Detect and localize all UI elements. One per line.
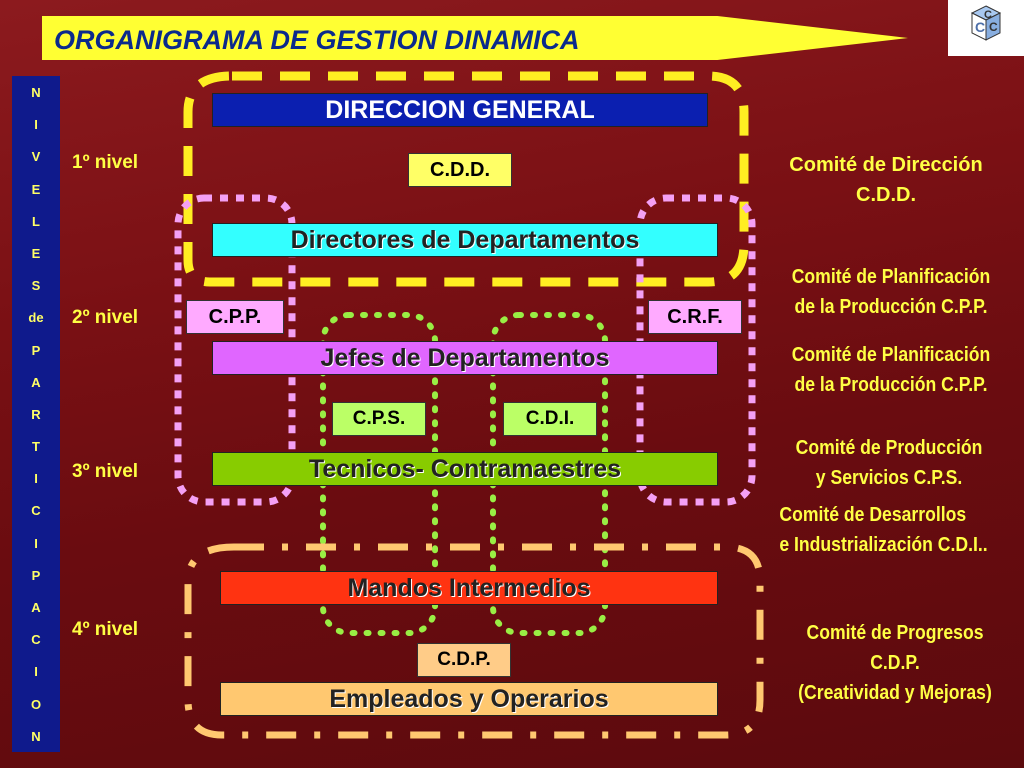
committee-desc-line: C.D.D. — [856, 184, 916, 206]
code-box-cpp: C.P.P. — [186, 300, 284, 334]
committee-desc-cdp: Comité de Progresos C.D.P. (Creatividad … — [785, 618, 1005, 708]
strip-letter: I — [34, 117, 38, 133]
bar-directores-departamentos: Directores de Departamentos — [212, 223, 718, 257]
committee-desc-line: Comité de Desarrollos — [779, 504, 967, 526]
svg-text:C: C — [984, 9, 992, 21]
strip-letter: N — [31, 728, 41, 744]
frame-level2-right — [636, 194, 756, 506]
svg-text:C: C — [989, 20, 998, 34]
committee-desc-line: y Servicios C.P.S. — [815, 467, 963, 489]
committee-desc-cps: Comité de Producción y Servicios C.P.S. — [779, 433, 999, 493]
strip-letter: S — [31, 278, 41, 294]
frame-level3-right — [490, 312, 608, 636]
strip-letter: N — [31, 85, 41, 100]
bar-jefes-departamentos: Jefes de Departamentos — [212, 341, 718, 375]
strip-letter: O — [30, 696, 42, 712]
strip-letter: A — [31, 374, 41, 390]
strip-letter: P — [31, 342, 41, 358]
code-box-cdd: C.D.D. — [408, 153, 512, 187]
code-box-crf: C.R.F. — [648, 300, 742, 334]
bar-direccion-general: DIRECCION GENERAL — [212, 93, 708, 127]
bar-tecnicos-contramaestres: Tecnicos- Contramaestres — [212, 452, 718, 486]
committee-desc-line: Comité de Planificación — [791, 266, 991, 288]
committee-desc-cpp: Comité de Planificación de la Producción… — [776, 262, 1007, 322]
level-label-4: 4º nivel — [72, 619, 139, 640]
committee-desc-line: e Industrialización C.D.I.. — [779, 534, 988, 556]
title-banner — [42, 16, 908, 60]
strip-letter: I — [34, 535, 38, 551]
frame-level3-left — [320, 312, 438, 636]
strip-letter: C — [31, 503, 41, 519]
level-label-3: 3º nivel — [72, 461, 139, 482]
svg-text:C: C — [975, 19, 985, 35]
committee-desc-line: Comité de Progresos — [806, 622, 984, 644]
committee-desc-line: de la Producción C.P.P. — [794, 296, 988, 318]
strip-letter: C — [31, 632, 41, 648]
niveles-participacion-strip: N I V E L E S de P A R T I C I P A C I O… — [12, 76, 60, 752]
logo: C C C — [948, 0, 1024, 56]
strip-letter: P — [31, 567, 41, 583]
committee-desc-line: Comité de Producción — [795, 437, 983, 459]
code-box-cdp: C.D.P. — [417, 643, 511, 677]
strip-letter: I — [34, 471, 38, 487]
level-label-1: 1º nivel — [72, 152, 139, 173]
committee-desc-line: C.D.P. — [870, 652, 920, 674]
frame-level4 — [184, 543, 764, 739]
committee-desc-line: Comité de Dirección — [789, 154, 983, 176]
committee-desc-cpp-2: Comité de Planificación de la Producción… — [776, 340, 1007, 400]
strip-letter: de — [28, 310, 44, 326]
strip-letter: E — [31, 245, 41, 261]
strip-letter: E — [31, 181, 41, 197]
committee-desc-cdi: Comité de Desarrollos e Industrializació… — [779, 500, 1004, 560]
strip-letter: R — [31, 406, 41, 422]
committee-desc-cdd: Comité de Dirección C.D.D. — [756, 150, 1016, 210]
code-box-cps: C.P.S. — [332, 402, 426, 436]
committee-desc-line: (Creatividad y Mejoras) — [798, 682, 992, 704]
company-cube-logo-icon: C C C — [970, 5, 1002, 41]
committee-desc-line: de la Producción C.P.P. — [794, 374, 988, 396]
strip-letter: I — [34, 664, 38, 680]
strip-letter: L — [32, 213, 40, 229]
strip-letter: A — [31, 600, 41, 615]
bar-empleados-operarios: Empleados y Operarios — [220, 682, 718, 716]
bar-mandos-intermedios: Mandos Intermedios — [220, 571, 718, 605]
committee-desc-line: Comité de Planificación — [791, 344, 991, 366]
frame-level1 — [183, 71, 749, 287]
page-title: ORGANIGRAMA DE GESTION DINAMICA — [54, 25, 580, 55]
strip-letter: V — [31, 149, 41, 165]
code-box-cdi: C.D.I. — [503, 402, 597, 436]
strip-letter: T — [32, 439, 40, 455]
level-label-2: 2º nivel — [72, 307, 139, 328]
